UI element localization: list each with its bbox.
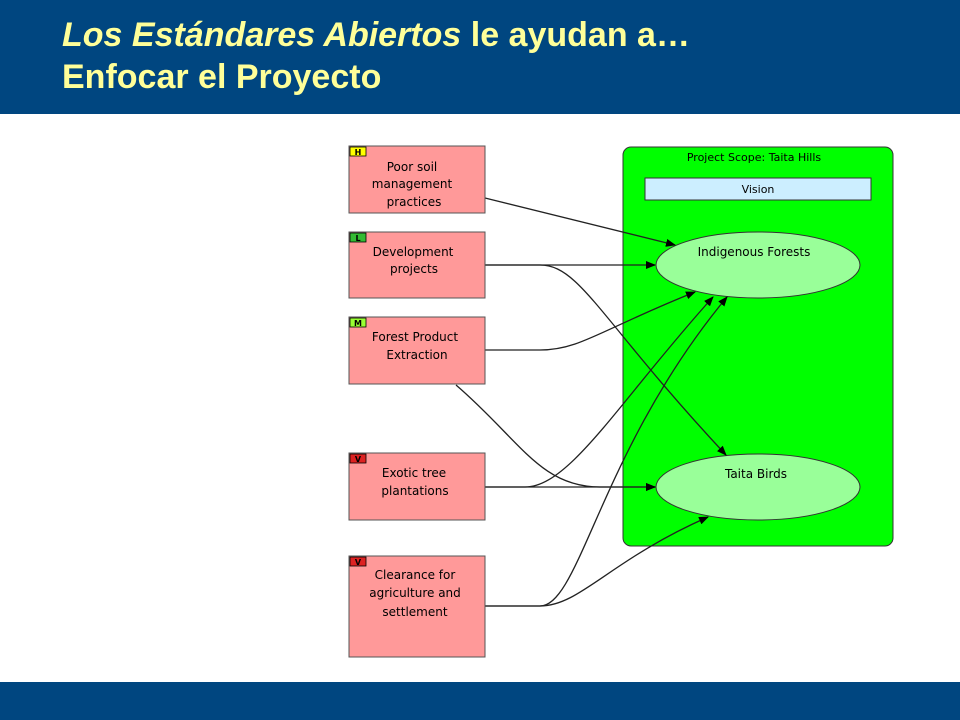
threat-forest-product: M Forest Product Extraction — [348, 316, 486, 385]
threat-box — [348, 231, 486, 299]
vision-box — [644, 177, 872, 201]
threat-rating-badge — [349, 317, 367, 328]
title-italic: Los Estándares Abiertos — [62, 16, 462, 54]
link-forest-product-to-forests — [485, 291, 696, 351]
target-indigenous-forests — [655, 231, 861, 299]
threat-rating-badge — [349, 232, 367, 243]
threat-rating-badge — [349, 146, 367, 157]
threat-exotic-plantations: V Exotic tree plantations — [348, 452, 486, 521]
header-bar: Los Estándares Abiertos le ayudan a… Enfo… — [0, 0, 960, 114]
threat-box — [348, 316, 486, 385]
link-clearance-to-forests — [485, 296, 728, 607]
threat-poor-soil: H Poor soil management practices — [348, 145, 486, 214]
threat-rating-badge-label: L — [355, 234, 360, 243]
threat-rating-badge-label: H — [355, 148, 362, 157]
threat-label-line: projects — [390, 262, 438, 276]
threat-development: L Development projects — [348, 231, 486, 299]
threat-rating-badge-label: M — [354, 319, 362, 328]
project-scope-label: Project Scope: Taita Hills — [687, 151, 822, 164]
target-taita-birds — [655, 453, 861, 521]
title-rest: le ayudan a… — [461, 16, 690, 54]
threat-links — [455, 197, 728, 607]
link-poor-soil-to-forests — [484, 197, 676, 247]
threat-label-line: Poor soil — [387, 160, 438, 174]
threat-rating-badge-label: V — [355, 455, 362, 464]
title-line2: Enfocar el Proyecto — [62, 58, 382, 96]
threat-label-line: Clearance for — [375, 568, 456, 582]
threat-label-line: plantations — [381, 484, 448, 498]
threat-box — [348, 452, 486, 521]
target-taita-birds-label: Taita Birds — [724, 467, 787, 481]
threat-label-line: Development — [373, 245, 454, 259]
threat-box — [348, 145, 486, 214]
footer-bar — [0, 682, 960, 720]
threat-clearance: V Clearance for agriculture and settleme… — [348, 555, 486, 658]
threat-rating-badge — [349, 453, 367, 464]
threat-label-line: agriculture and — [369, 586, 461, 600]
threat-rating-badge-label: V — [355, 558, 362, 567]
threat-label-line: management — [372, 177, 453, 191]
vision-label: Vision — [742, 183, 775, 196]
threat-rating-badge — [349, 556, 367, 567]
threat-box — [348, 555, 486, 658]
threat-label-line: Forest Product — [372, 330, 458, 344]
link-development-to-birds — [485, 264, 727, 456]
slide-title: Los Estándares Abiertos le ayudan a… Enfo… — [62, 14, 690, 98]
target-indigenous-forests-label: Indigenous Forests — [698, 245, 811, 259]
link-clearance-to-birds — [485, 516, 709, 607]
threat-label-line: practices — [387, 195, 442, 209]
threat-label-line: Extraction — [386, 348, 447, 362]
threat-label-line: settlement — [382, 605, 447, 619]
threat-label-line: Exotic tree — [382, 466, 446, 480]
link-exotic-to-forests — [485, 296, 714, 488]
